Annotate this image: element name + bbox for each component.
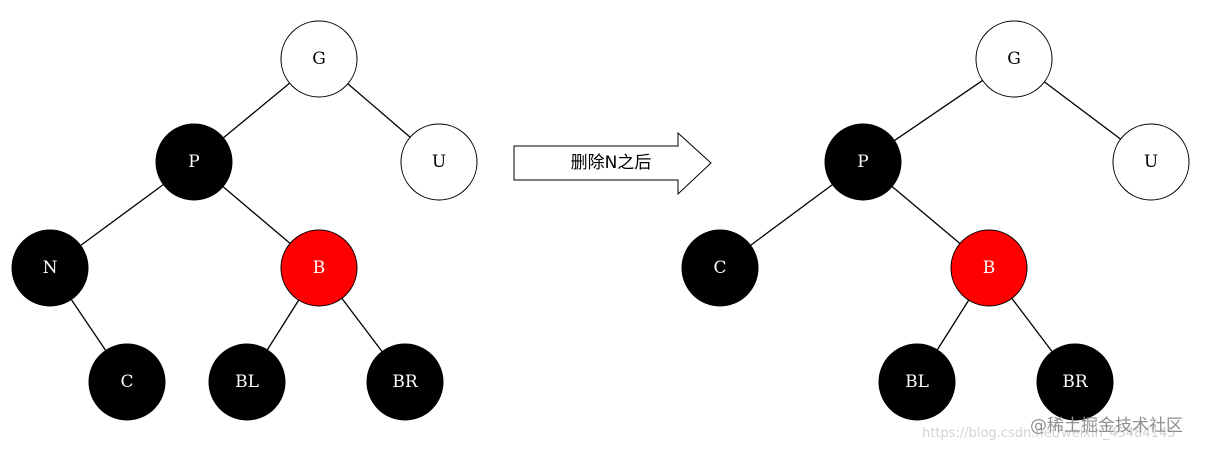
- node-P: P: [824, 123, 902, 201]
- node-BR: BR: [366, 343, 444, 421]
- node-P: P: [155, 123, 233, 201]
- edge-P-B: [891, 185, 961, 245]
- edge-B-BR: [341, 297, 383, 353]
- edge-G-P: [894, 79, 983, 142]
- node-N: N: [11, 229, 89, 307]
- node-label-BR: BR: [1062, 372, 1088, 392]
- node-circle-B: [280, 229, 358, 307]
- node-label-B: B: [983, 258, 996, 278]
- node-label-BL: BL: [235, 372, 259, 392]
- edge-P-B: [222, 186, 291, 244]
- edge-G-U: [347, 83, 411, 138]
- watermark-url: https://blog.csdn.net/weixin_45484145: [922, 426, 1176, 441]
- transition-arrow-label: 删除N之后: [571, 153, 652, 173]
- edge-B-BL: [936, 299, 970, 351]
- tree-after-deletion: G U P C B BL BR: [681, 20, 1190, 421]
- node-G: G: [975, 20, 1053, 98]
- transition-arrow-shape: [513, 131, 712, 196]
- node-label-C: C: [120, 372, 133, 392]
- node-label-P: P: [857, 152, 868, 172]
- node-U: U: [1112, 123, 1190, 201]
- edge-G-U: [1043, 81, 1122, 140]
- watermark: https://blog.csdn.net/weixin_45484145 @稀…: [922, 416, 1183, 441]
- node-label-U: U: [432, 152, 446, 172]
- node-circle-G: [975, 20, 1053, 98]
- edge-G-P: [222, 82, 291, 139]
- node-label-B: B: [313, 258, 326, 278]
- node-U: U: [400, 123, 478, 201]
- node-circle-U: [1112, 123, 1190, 201]
- edge-B-BR: [1011, 297, 1053, 353]
- node-label-P: P: [188, 152, 199, 172]
- node-label-N: N: [43, 258, 58, 278]
- tree-before-deletion: G U P N B C BL BR: [11, 20, 478, 421]
- node-B: B: [280, 229, 358, 307]
- node-circle-BL: [208, 343, 286, 421]
- node-B: B: [950, 229, 1028, 307]
- node-BL: BL: [878, 343, 956, 421]
- node-BR: BR: [1036, 343, 1114, 421]
- node-circle-P: [824, 123, 902, 201]
- watermark-brand: @稀土掘金技术社区: [1030, 416, 1183, 436]
- node-circle-C: [88, 343, 166, 421]
- node-circle-BR: [366, 343, 444, 421]
- edge-N-C: [70, 299, 107, 351]
- node-BL: BL: [208, 343, 286, 421]
- node-label-C: C: [713, 258, 726, 278]
- node-label-BR: BR: [392, 372, 418, 392]
- node-label-G: G: [312, 49, 326, 69]
- node-circle-U: [400, 123, 478, 201]
- node-circle-BL: [878, 343, 956, 421]
- node-circle-B: [950, 229, 1028, 307]
- edge-P-N: [80, 184, 164, 246]
- node-label-BL: BL: [905, 372, 929, 392]
- node-circle-P: [155, 123, 233, 201]
- node-circle-N: [11, 229, 89, 307]
- node-C: C: [88, 343, 166, 421]
- edge-P-C: [750, 184, 833, 246]
- node-C: C: [681, 229, 759, 307]
- node-circle-C: [681, 229, 759, 307]
- node-circle-BR: [1036, 343, 1114, 421]
- node-label-U: U: [1144, 152, 1158, 172]
- edge-B-BL: [266, 299, 300, 351]
- node-circle-G: [280, 20, 358, 98]
- node-G: G: [280, 20, 358, 98]
- transition-arrow: 删除N之后: [513, 131, 712, 196]
- node-label-G: G: [1007, 49, 1021, 69]
